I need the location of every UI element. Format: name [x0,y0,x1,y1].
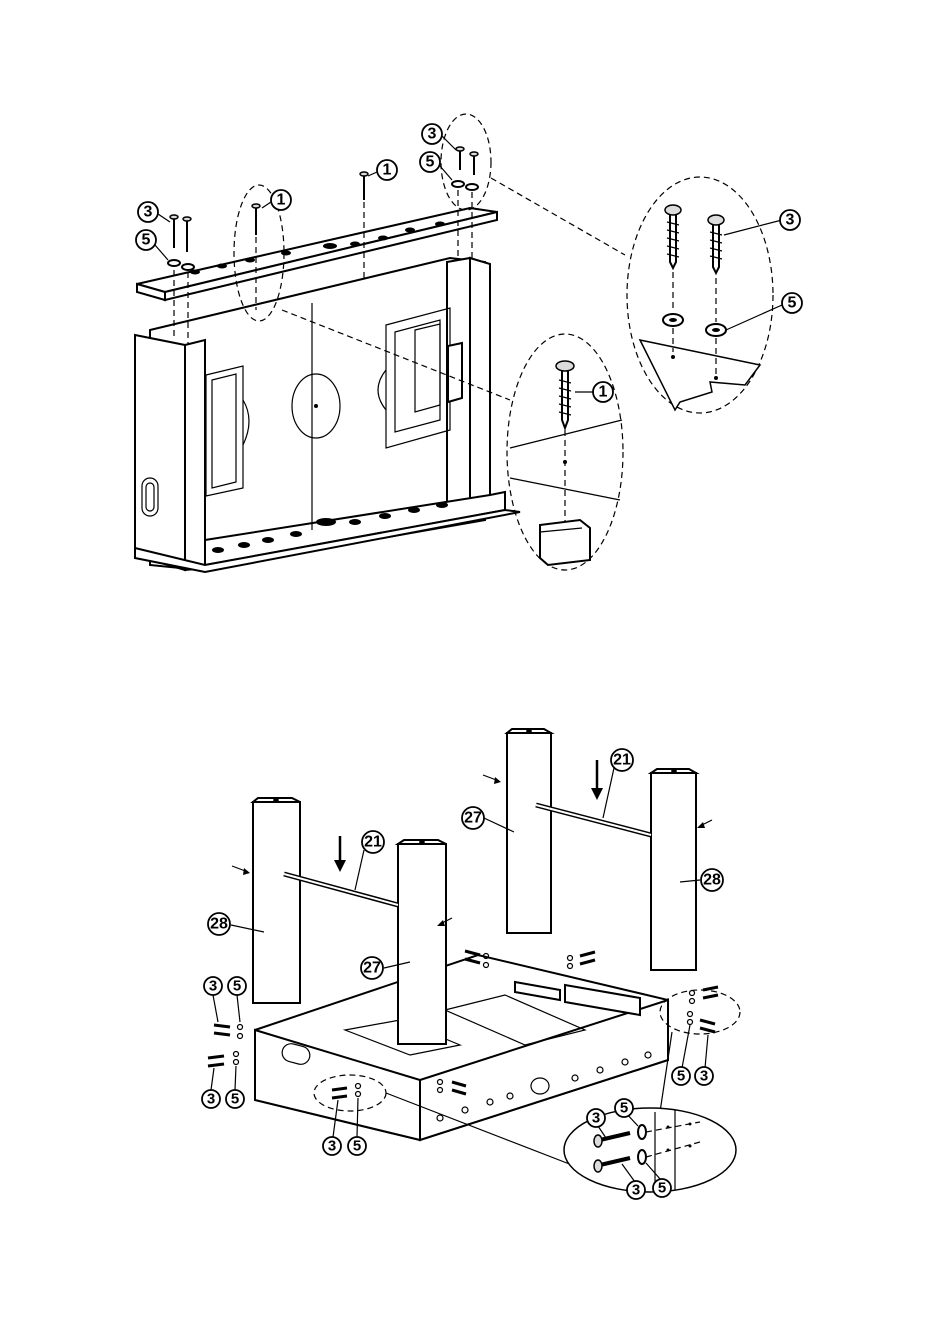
callout-label: 21 [364,834,382,851]
callout-label: 5 [788,295,797,312]
left-end-panel-side [185,340,205,570]
callout-label: 5 [426,154,435,171]
callout-27a: 27 [361,957,383,979]
screw-1-left [252,204,260,235]
callout-5i: 5 [653,1179,671,1197]
callout-label: 3 [144,204,153,221]
magnified-detail-single-screw [507,334,623,570]
insert-arrows [232,775,712,926]
callout-21b: 21 [611,749,633,771]
callout-3e: 3 [202,1090,220,1108]
callout-3g: 3 [695,1067,713,1085]
callout-1b: 1 [377,160,397,180]
callout-3f: 3 [323,1137,341,1155]
callout-label: 1 [383,162,392,179]
callout-label: 3 [207,1091,215,1108]
callout-label: 5 [142,232,151,249]
callout-label: 28 [210,916,228,933]
callout-3a: 3 [138,202,158,222]
figure-2-legs-assembly [208,729,740,1192]
cross-bar-21-right [536,805,651,835]
callout-label: 5 [231,1091,239,1108]
callout-1c: 1 [593,382,613,402]
callout-3i: 3 [627,1181,645,1199]
leg-27-left [398,840,446,1044]
callout-label: 3 [592,1110,600,1127]
callout-1a: 1 [271,190,291,210]
callout-5h: 5 [615,1099,633,1117]
callout-5g: 5 [672,1067,690,1085]
callout-27b: 27 [462,807,484,829]
callout-label: 3 [428,126,437,143]
screws-right-pair [452,147,478,190]
detail-ring-right [441,114,491,210]
callout-label: 5 [233,978,241,995]
screws-left-pair [168,215,194,270]
callout-label: 28 [703,872,721,889]
leg-28-left [253,798,300,1003]
callout-3c: 3 [780,210,800,230]
callout-label: 3 [632,1182,640,1199]
callout-label: 5 [353,1138,361,1155]
callout-label: 3 [328,1138,336,1155]
callout-label: 21 [613,752,631,769]
callout-5f: 5 [348,1137,366,1155]
down-arrow-right [591,760,603,800]
screw-1-center [360,172,368,200]
goal-slot [448,343,462,402]
callout-label: 5 [620,1100,628,1117]
callout-28a: 28 [208,913,230,935]
leg-27-right [507,729,551,933]
screw-group-top-right [568,952,596,969]
callout-3b: 3 [422,124,442,144]
screw-group-left [208,1025,243,1067]
cross-bar-21-left [284,874,398,905]
callout-3h: 3 [587,1109,605,1127]
callout-label: 5 [658,1180,666,1197]
leg-28-right [651,769,696,970]
callout-label: 3 [209,978,217,995]
callout-label: 5 [677,1068,685,1085]
callout-5d: 5 [228,977,246,995]
figure-1-cabinet-top-rail [135,114,782,572]
left-end-panel [135,335,185,570]
callout-3d: 3 [204,977,222,995]
callout-label: 3 [786,212,795,229]
callout-5e: 5 [226,1090,244,1108]
callout-label: 3 [700,1068,708,1085]
callout-label: 27 [464,810,482,827]
callout-28b: 28 [701,869,723,891]
callout-21a: 21 [362,831,384,853]
callout-5c: 5 [782,293,802,313]
callout-5b: 5 [420,152,440,172]
screw-group-right [660,987,740,1034]
callout-label: 1 [599,384,608,401]
callout-5a: 5 [136,230,156,250]
callout-label: 1 [277,192,286,209]
right-end-post-side [470,258,490,510]
down-arrow-left [334,836,346,872]
magnified-detail-screws-washers [627,177,782,413]
callout-label: 27 [363,960,381,977]
